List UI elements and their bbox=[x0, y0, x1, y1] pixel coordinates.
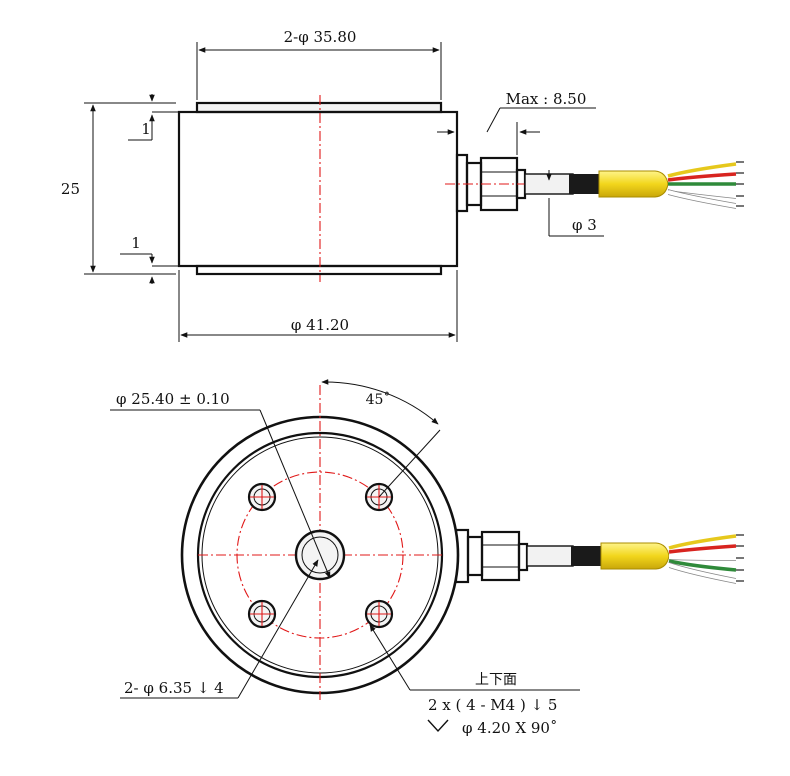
dim-threads: 上下面 2 x ( 4 - M4 ) ↓ 5 φ 4.20 X 90˚ bbox=[369, 624, 580, 737]
cable-gland-top bbox=[454, 528, 529, 584]
dim-cable-diameter: φ 3 bbox=[546, 170, 604, 237]
top-diameter-label: 2-φ 35.80 bbox=[284, 28, 357, 46]
connector-sleeve-top bbox=[600, 542, 670, 570]
counterbore-label: 2- φ 6.35 ↓ 4 bbox=[124, 679, 224, 697]
dim-top-diameter: 2-φ 35.80 bbox=[196, 28, 442, 100]
outer-diameter-label: φ 41.20 bbox=[291, 316, 349, 334]
mounting-hole-br bbox=[364, 599, 394, 629]
bolt-circle-label: φ 25.40 ± 0.10 bbox=[116, 390, 230, 408]
chamfer-note-label: φ 4.20 X 90˚ bbox=[462, 719, 557, 737]
mounting-hole-tl bbox=[247, 482, 277, 512]
connector-sleeve bbox=[598, 170, 669, 198]
faces-note-label: 上下面 bbox=[475, 672, 517, 688]
step-top-label: 1 bbox=[141, 120, 151, 138]
step-bottom-label: 1 bbox=[131, 234, 141, 252]
dim-angle: 45˚ bbox=[321, 379, 441, 498]
dim-step-bottom: 1 bbox=[120, 234, 178, 284]
side-view: 2-φ 35.80 25 1 1 bbox=[61, 28, 744, 342]
dim-height: 25 bbox=[61, 102, 176, 275]
dim-counterbore: 2- φ 6.35 ↓ 4 bbox=[120, 559, 319, 699]
cable-jacket-top bbox=[571, 546, 601, 566]
top-flange bbox=[195, 101, 443, 114]
cable-diameter-label: φ 3 bbox=[572, 216, 597, 234]
dim-step-top: 1 bbox=[128, 94, 178, 141]
dim-outer-diameter: φ 41.20 bbox=[178, 270, 458, 342]
countersink-icon bbox=[427, 719, 449, 733]
dim-bolt-circle: φ 25.40 ± 0.10 bbox=[110, 390, 331, 579]
mounting-hole-bl bbox=[247, 599, 277, 629]
cable-gland bbox=[445, 153, 530, 213]
wires-side bbox=[667, 161, 744, 209]
cable-jacket bbox=[569, 174, 599, 194]
dim-cable-max: Max : 8.50 bbox=[437, 90, 596, 155]
cable-max-label: Max : 8.50 bbox=[506, 90, 587, 108]
top-view: φ 25.40 ± 0.10 45˚ 2- φ 6.35 ↓ 4 上下面 2 x… bbox=[110, 379, 744, 737]
cable-top bbox=[526, 545, 574, 567]
center-hole-inner bbox=[301, 536, 339, 574]
cylinder-body bbox=[177, 110, 459, 268]
wires-top bbox=[668, 534, 744, 584]
thread-note-label: 2 x ( 4 - M4 ) ↓ 5 bbox=[428, 696, 557, 714]
angle-label: 45˚ bbox=[366, 391, 391, 408]
bottom-flange bbox=[195, 264, 443, 276]
height-label: 25 bbox=[61, 180, 80, 198]
